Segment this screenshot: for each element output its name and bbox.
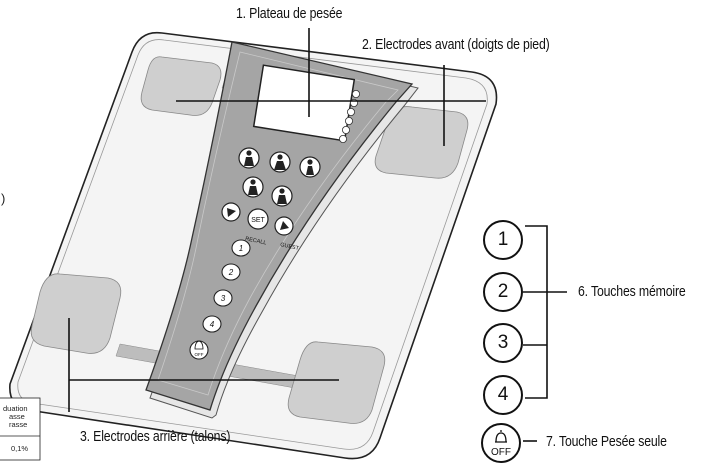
console-inner-bevel (157, 51, 399, 396)
memory-key-3-label: 3 (497, 332, 509, 353)
memory-key-4: 4 (483, 375, 523, 415)
profile-figures (244, 150, 314, 204)
memory-key-3: 3 (483, 323, 523, 363)
memory-key-4-label: 4 (497, 384, 509, 405)
console-off-label: OFF (195, 352, 204, 357)
mode-indicators (338, 90, 360, 143)
console-guest-label: GUEST (280, 242, 300, 252)
front-electrode-left (140, 56, 222, 116)
clipped-table-line1: duation (3, 404, 28, 413)
label-electrodes-avant: 2. Electrodes avant (doigts de pied) (362, 36, 550, 53)
lcd-display (252, 64, 356, 142)
bell-icon (495, 430, 507, 443)
scale-plate-inner-edge (17, 39, 488, 450)
console-key-1: 1 (239, 244, 243, 253)
leader-lines (68, 28, 567, 442)
label-touches-memoire: 6. Touches mémoire (578, 283, 686, 300)
triangle-left-icon (227, 208, 236, 217)
console-key-4: 4 (210, 320, 215, 329)
memory-key-2: 2 (483, 272, 523, 312)
rear-electrode-right (287, 341, 386, 424)
clipped-table (0, 397, 41, 461)
clipped-table-line2: asse (9, 412, 25, 421)
rear-electrode-left (30, 273, 122, 354)
weigh-only-key-label: OFF (491, 447, 511, 458)
console-set-label: SET (251, 217, 265, 224)
bell-icon (194, 340, 204, 350)
triangle-right-icon (280, 221, 289, 230)
clipped-table-line3: rasse (9, 420, 28, 429)
memory-key-1-label: 1 (497, 229, 509, 250)
label-electrodes-arriere: 3. Electrodes arrière (talons) (80, 428, 231, 445)
label-plateau: 1. Plateau de pesée (236, 5, 343, 22)
memory-key-2-label: 2 (497, 281, 509, 302)
console-key-3: 3 (221, 294, 226, 303)
console-key-2: 2 (228, 268, 234, 277)
weigh-only-key: OFF (481, 423, 521, 463)
console-recall-label: RECALL (245, 236, 267, 246)
console-memory-keys (189, 239, 251, 360)
label-touche-pesee: 7. Touche Pesée seule (546, 433, 667, 450)
set-button (247, 208, 269, 230)
clipped-table-value: 0,1% (11, 444, 29, 453)
clipped-paren: ) (1, 191, 6, 206)
memory-key-1: 1 (483, 220, 523, 260)
